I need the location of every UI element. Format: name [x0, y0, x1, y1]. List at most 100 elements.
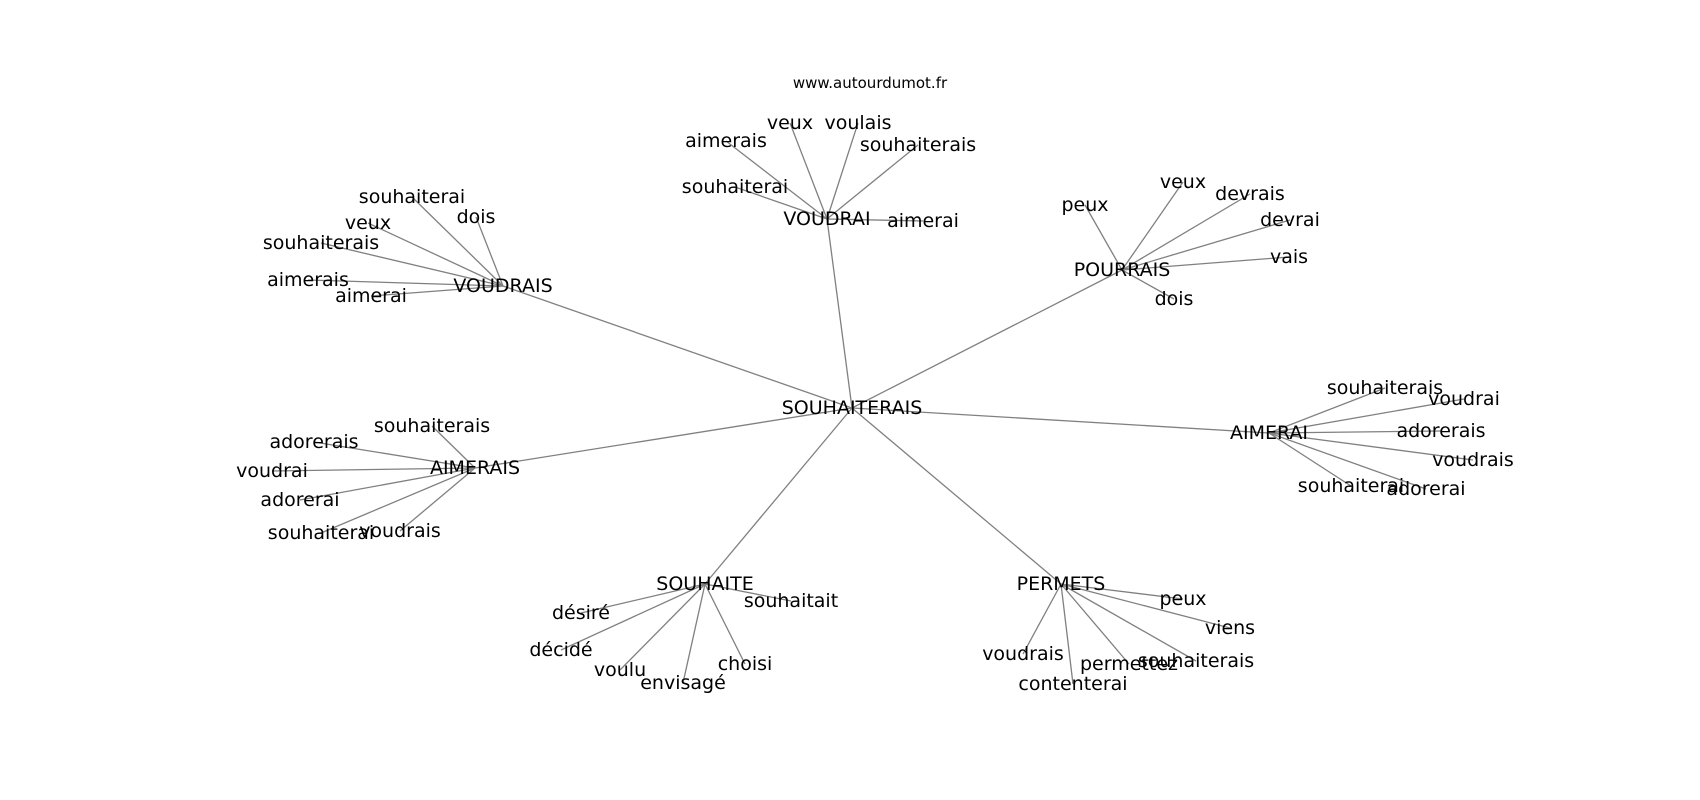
- leaf-node-3-4: souhaiterai: [268, 522, 374, 544]
- edge-hub-3-leaf-3: [299, 467, 476, 501]
- edge-center-hub-0: [826, 218, 853, 409]
- leaf-node-2-5: dois: [1155, 288, 1194, 310]
- edge-center-hub-3: [474, 407, 853, 469]
- edge-hub-6-leaf-4: [1060, 583, 1197, 662]
- hub-node-0: VOUDRAI: [783, 208, 870, 230]
- leaf-node-3-5: voudrais: [359, 520, 441, 542]
- leaf-node-4-5: adorerai: [1386, 478, 1465, 500]
- leaf-node-2-3: devrai: [1260, 209, 1320, 231]
- leaf-node-6-2: voudrais: [982, 643, 1064, 665]
- leaf-node-3-1: adorerais: [269, 431, 358, 453]
- edges: [271, 122, 1474, 685]
- hub-node-2: POURRAIS: [1074, 259, 1171, 281]
- leaf-node-4-2: adorerais: [1396, 420, 1485, 442]
- edge-hub-4-leaf-4: [1268, 432, 1352, 487]
- edge-hub-2-leaf-4: [1121, 256, 1290, 271]
- edge-hub-6-leaf-5: [1060, 583, 1074, 685]
- edge-hub-3-leaf-5: [399, 467, 476, 532]
- leaf-node-3-0: souhaiterais: [374, 415, 490, 437]
- leaf-node-2-4: vais: [1270, 246, 1308, 268]
- edge-hub-3-leaf-0: [431, 425, 476, 469]
- center-node: SOUHAITERAIS: [782, 397, 923, 419]
- leaf-node-5-5: choisi: [718, 653, 773, 675]
- edge-hub-5-leaf-3: [619, 583, 706, 671]
- leaf-node-0-0: aimerais: [685, 130, 767, 152]
- edge-hub-4-leaf-0: [1268, 387, 1386, 434]
- leaf-node-6-5: contenterai: [1018, 673, 1127, 695]
- leaf-node-1-5: aimerai: [335, 285, 407, 307]
- leaf-node-6-3: permettez: [1080, 653, 1178, 675]
- edge-center-hub-4: [851, 407, 1270, 434]
- leaf-node-5-0: désiré: [552, 602, 610, 624]
- edge-hub-1-leaf-1: [475, 216, 504, 287]
- edge-hub-2-leaf-0: [1084, 204, 1123, 271]
- edge-hub-5-leaf-4: [682, 583, 706, 684]
- edge-hub-5-leaf-1: [704, 583, 792, 602]
- edge-hub-3-leaf-2: [271, 467, 476, 472]
- edge-hub-5-leaf-2: [560, 583, 706, 651]
- leaf-node-0-3: souhaiterais: [860, 134, 976, 156]
- edge-hub-1-leaf-3: [320, 242, 504, 287]
- edge-center-hub-5: [704, 407, 853, 585]
- edge-center-hub-6: [851, 407, 1062, 585]
- leaf-node-5-4: envisagé: [640, 672, 726, 694]
- edge-hub-6-leaf-2: [1022, 583, 1062, 655]
- leaf-node-2-0: peux: [1061, 194, 1108, 216]
- source-url: www.autourdumot.fr: [793, 74, 948, 92]
- edge-hub-1-leaf-2: [367, 222, 504, 287]
- edge-hub-1-leaf-5: [370, 285, 504, 297]
- edge-hub-4-leaf-1: [1268, 398, 1465, 434]
- leaf-node-4-3: voudrais: [1432, 449, 1514, 471]
- leaf-node-2-2: devrais: [1215, 183, 1285, 205]
- leaf-node-5-2: décidé: [529, 639, 592, 661]
- leaf-node-4-4: souhaiterai: [1298, 475, 1404, 497]
- leaf-node-2-1: veux: [1160, 171, 1206, 193]
- leaf-node-6-4: souhaiterais: [1138, 650, 1254, 672]
- edge-hub-1-leaf-0: [411, 196, 504, 287]
- leaf-node-0-1: veux: [767, 112, 813, 134]
- hub-node-5: SOUHAITE: [656, 573, 753, 595]
- hub-node-3: AIMERAIS: [430, 457, 520, 479]
- edge-hub-6-leaf-3: [1060, 583, 1130, 665]
- edge-hub-0-leaf-3: [826, 144, 919, 220]
- leaf-node-0-2: voulais: [824, 112, 891, 134]
- edge-hub-6-leaf-1: [1060, 583, 1231, 629]
- leaf-node-1-0: souhaiterai: [359, 186, 465, 208]
- edge-hub-2-leaf-2: [1121, 193, 1251, 271]
- edge-hub-3-leaf-1: [313, 441, 476, 469]
- edge-hub-4-leaf-3: [1268, 432, 1474, 461]
- edge-hub-0-leaf-0: [725, 140, 828, 220]
- edge-hub-0-leaf-5: [826, 218, 924, 222]
- leaf-node-6-0: peux: [1159, 588, 1206, 610]
- edge-hub-1-leaf-4: [307, 279, 504, 287]
- edge-hub-5-leaf-5: [704, 583, 746, 665]
- edge-hub-5-leaf-0: [580, 583, 706, 614]
- leaf-node-1-1: dois: [457, 206, 496, 228]
- leaf-node-4-0: souhaiterais: [1327, 377, 1443, 399]
- edge-hub-2-leaf-3: [1121, 219, 1291, 271]
- edge-hub-0-leaf-1: [789, 122, 828, 220]
- edge-hub-2-leaf-1: [1121, 181, 1184, 271]
- hub-node-6: PERMETS: [1017, 573, 1106, 595]
- leaf-node-1-4: aimerais: [267, 269, 349, 291]
- edge-center-hub-1: [502, 285, 853, 409]
- hub-node-1: VOUDRAIS: [453, 275, 552, 297]
- leaf-node-0-5: aimerai: [887, 210, 959, 232]
- edge-center-hub-2: [851, 269, 1123, 409]
- edge-hub-0-leaf-2: [826, 122, 859, 220]
- leaf-node-5-3: voulu: [594, 659, 646, 681]
- edge-hub-0-leaf-4: [734, 186, 828, 220]
- leaf-node-1-3: souhaiterais: [263, 232, 379, 254]
- leaf-node-1-2: veux: [345, 212, 391, 234]
- leaf-node-4-1: voudrai: [1428, 388, 1500, 410]
- leaf-node-0-4: souhaiterai: [682, 176, 788, 198]
- edge-hub-3-leaf-4: [320, 467, 476, 534]
- edge-hub-2-leaf-5: [1121, 269, 1175, 300]
- edge-hub-6-leaf-0: [1060, 583, 1184, 600]
- leaf-node-3-3: adorerai: [260, 489, 339, 511]
- leaf-node-3-2: voudrai: [236, 460, 308, 482]
- hub-node-4: AIMERAI: [1230, 422, 1308, 444]
- leaf-node-5-1: souhaitait: [744, 590, 838, 612]
- edge-hub-4-leaf-2: [1268, 430, 1442, 434]
